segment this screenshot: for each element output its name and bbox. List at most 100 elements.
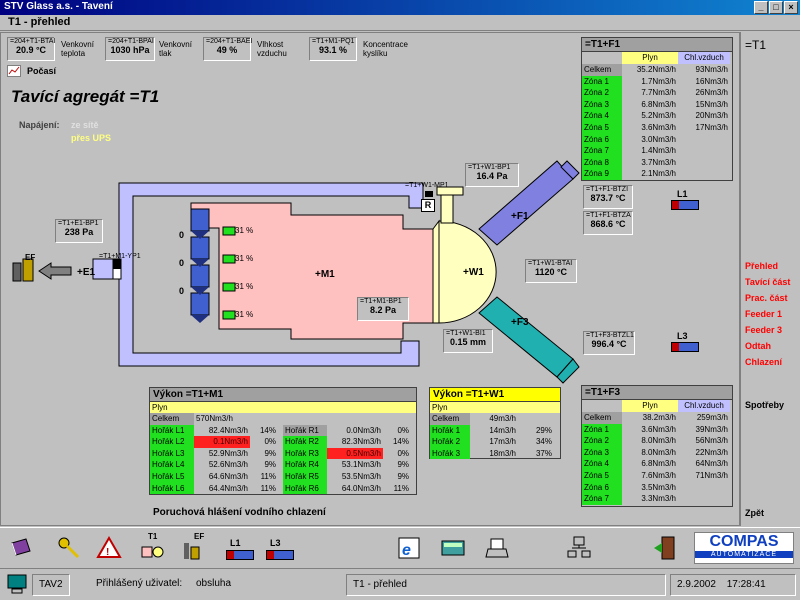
logo-text: COMPAS	[709, 533, 779, 550]
minimize-button[interactable]: _	[754, 1, 768, 14]
zone-air: 26Nm3/h	[695, 88, 728, 98]
window-titlebar: STV Glass a.s. - Tavení	[0, 0, 800, 15]
label-w1[interactable]: +W1	[463, 267, 484, 278]
alarm-icon[interactable]: !	[96, 535, 122, 561]
back-link[interactable]: Zpět	[745, 508, 764, 518]
t1-diagram-icon[interactable]	[140, 535, 166, 561]
sensor-outdoor-temp[interactable]: =204+T1-BTAI 20.9 °C	[7, 37, 55, 61]
nav-item[interactable]: Prac. část	[745, 293, 788, 303]
network-icon[interactable]	[566, 535, 592, 561]
l1-button[interactable]	[226, 550, 254, 560]
burner-flow: 0.5Nm3/h	[327, 447, 383, 460]
calculator-icon[interactable]	[440, 535, 466, 561]
sensor-e1-pressure[interactable]: =T1+E1-BP1 238 Pa	[55, 219, 103, 243]
sensor-outdoor-pressure[interactable]: =204+T1-BPAI 1030 hPa	[105, 37, 155, 61]
key-icon[interactable]	[56, 535, 82, 561]
zone-air: 15Nm3/h	[695, 99, 728, 109]
fault-message-link[interactable]: Poruchová hlášení vodního chlazení	[153, 507, 326, 518]
label-f1[interactable]: +F1	[511, 211, 529, 222]
burner-flow: 82.3Nm3/h	[341, 437, 381, 447]
nav-item[interactable]: Feeder 3	[745, 325, 783, 335]
label-f3[interactable]: +F3	[511, 317, 529, 328]
nav-item[interactable]: Chlazení	[745, 357, 783, 367]
burner-name: Hořák R4	[283, 459, 327, 471]
label-e1[interactable]: +E1	[77, 267, 96, 278]
label-ef: EF	[25, 253, 36, 262]
zone-gas: 3.6Nm3/h	[641, 424, 676, 434]
sensor-label: teplota	[61, 49, 86, 58]
l3-button[interactable]	[266, 550, 294, 560]
nav-item[interactable]: Přehled	[745, 261, 779, 271]
maximize-button[interactable]: □	[769, 1, 783, 14]
exit-door-icon[interactable]	[652, 535, 678, 561]
weather-link[interactable]: Počasí	[27, 66, 57, 76]
regulator-box[interactable]: R	[421, 199, 435, 212]
book-icon[interactable]	[8, 535, 34, 561]
sensor-w1-level[interactable]: =T1+W1-BI1 0.15 mm	[443, 329, 493, 353]
sensor-oxygen[interactable]: =T1+M1-PQ1 93.1 %	[309, 37, 357, 61]
zone-gas: 35.2Nm3/h	[636, 65, 676, 74]
sensor-f3-temp[interactable]: =T1+F3-BTZL1 996.4 °C	[583, 331, 635, 355]
printer-icon[interactable]	[484, 535, 510, 561]
sensor-humidity[interactable]: =204+T1-BAEI 49 %	[203, 37, 252, 61]
l1-indicator[interactable]	[671, 200, 699, 210]
sensor-m1-pressure[interactable]: =T1+M1-BP1 8.2 Pa	[357, 297, 409, 321]
sensor-f1-temp1[interactable]: =T1+F1-BTZI 873.7 °C	[583, 185, 633, 209]
computer-icon[interactable]	[6, 573, 28, 595]
nav-item[interactable]: Odtah	[745, 341, 771, 351]
sensor-w1-pressure[interactable]: =T1+W1-BP1 16.4 Pa	[465, 163, 519, 187]
feeder-f1-end	[560, 160, 580, 180]
ef-chimney-icon[interactable]	[180, 535, 206, 561]
sensor-f1-temp2[interactable]: =T1+F1-BTZA 868.6 °C	[583, 211, 633, 235]
browser-icon[interactable]: e	[396, 535, 422, 561]
burner-pct: 37%	[535, 448, 552, 458]
status-date: 2.9.2002	[677, 579, 716, 590]
zone-air: 16Nm3/h	[695, 76, 728, 86]
nav-item[interactable]: Feeder 1	[745, 309, 783, 319]
close-button[interactable]: ×	[784, 1, 798, 14]
consumption-link[interactable]: Spotřeby	[745, 400, 785, 410]
sensor-w1-temp[interactable]: =T1+W1-BTAI 1120 °C	[525, 259, 577, 283]
chart-icon[interactable]	[7, 65, 21, 77]
l3-indicator[interactable]	[671, 342, 699, 352]
col-header: Chl.vzduch	[678, 52, 730, 64]
label-m1[interactable]: +M1	[315, 269, 335, 280]
nav-item[interactable]: Tavící část	[745, 277, 791, 287]
